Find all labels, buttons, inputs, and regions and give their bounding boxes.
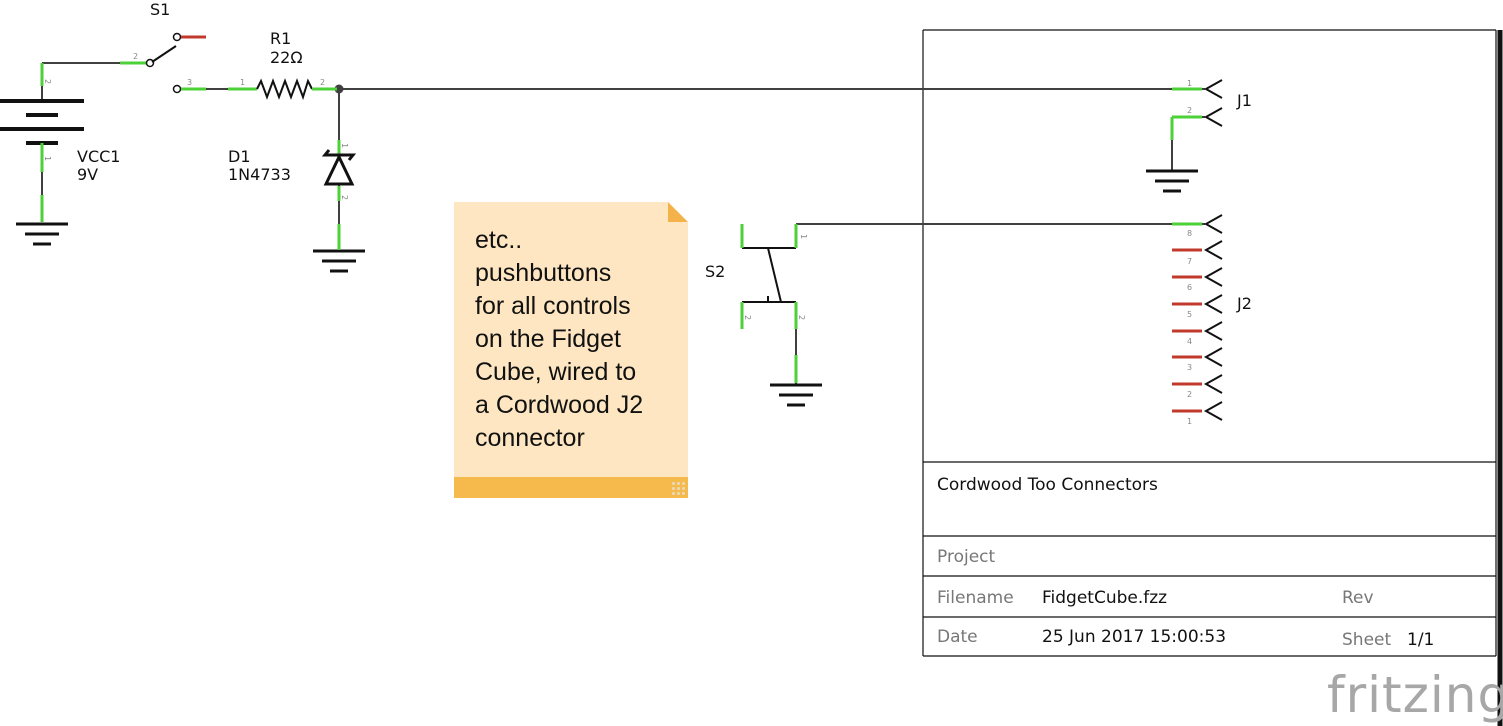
junction-dot [334, 84, 344, 94]
pin-label: 5 [1187, 310, 1192, 319]
note-text[interactable]: etc.. pushbuttons for all controls on th… [475, 226, 644, 452]
pin-label: 1 [1187, 417, 1192, 426]
pin-label: 2 [1187, 106, 1192, 115]
r1-value-label: 22Ω [270, 48, 303, 67]
s1-ref-label: S1 [150, 0, 171, 19]
zener-diode-d1 [321, 140, 357, 250]
vcc1-ref-label: VCC1 [77, 147, 121, 166]
resize-grip-icon[interactable] [671, 481, 685, 495]
pin-label: 2 [320, 78, 325, 87]
r1-ref-label: R1 [270, 29, 292, 48]
pin-label: 1 [1187, 79, 1192, 88]
date-value: 25 Jun 2017 15:00:53 [1042, 627, 1227, 647]
date-label: Date [937, 627, 978, 647]
pin-label: 2 [43, 79, 52, 84]
d1-value-label: 1N4733 [228, 165, 291, 184]
pin-label: 2 [1187, 390, 1192, 399]
pin-label: 3 [187, 78, 192, 87]
ground-symbol-s2 [770, 383, 822, 407]
pin-label: 2 [340, 195, 349, 200]
pushbutton-s2 [740, 224, 798, 383]
pin-label: 6 [1187, 283, 1192, 292]
resistor-r1 [228, 78, 337, 101]
note-fold-corner [668, 202, 688, 222]
sheet-label: Sheet [1342, 630, 1392, 650]
d1-ref-label: D1 [228, 147, 251, 166]
pin-labels: 2 3 1 2 2 1 1 2 1 2 2 1 2 8 7 6 5 4 3 2 … [43, 52, 1192, 426]
rev-label: Rev [1342, 588, 1374, 608]
pin-label: 2 [797, 315, 806, 320]
project-label: Project [937, 547, 996, 567]
j1-ref-label: J1 [1237, 91, 1252, 110]
switch-s1 [120, 32, 206, 94]
fritzing-logo: fritzing [1327, 666, 1503, 724]
battery-vcc1 [0, 63, 84, 222]
note-card[interactable]: etc.. pushbuttons for all controls on th… [454, 202, 688, 498]
filename-label: Filename [937, 588, 1014, 608]
schematic-frame [922, 29, 1497, 657]
sheet-value: 1/1 [1407, 630, 1435, 650]
pin-label: 7 [1187, 257, 1192, 266]
pin-label: 8 [1187, 229, 1192, 238]
connector-j2 [1172, 214, 1223, 421]
connector-j1 [1170, 79, 1223, 140]
vcc1-value-label: 9V [77, 165, 99, 184]
pin-label: 1 [240, 78, 245, 87]
s2-ref-label: S2 [705, 262, 726, 281]
pin-label: 1 [43, 156, 52, 161]
ground-symbol-vcc1 [16, 222, 68, 246]
filename-value: FidgetCube.fzz [1042, 588, 1168, 608]
title-block-title: Cordwood Too Connectors [937, 475, 1158, 495]
pin-label: 2 [133, 52, 138, 61]
ground-symbol-j1 [1146, 169, 1198, 193]
pin-label: 1 [799, 234, 808, 239]
pin-label: 1 [340, 143, 349, 148]
pin-label: 3 [1187, 363, 1192, 372]
note-footer-bar [454, 477, 688, 498]
pin-label: 4 [1187, 337, 1192, 346]
pin-label: 2 [743, 315, 752, 320]
ground-symbol-d1 [313, 249, 365, 273]
j2-ref-label: J2 [1237, 294, 1252, 313]
